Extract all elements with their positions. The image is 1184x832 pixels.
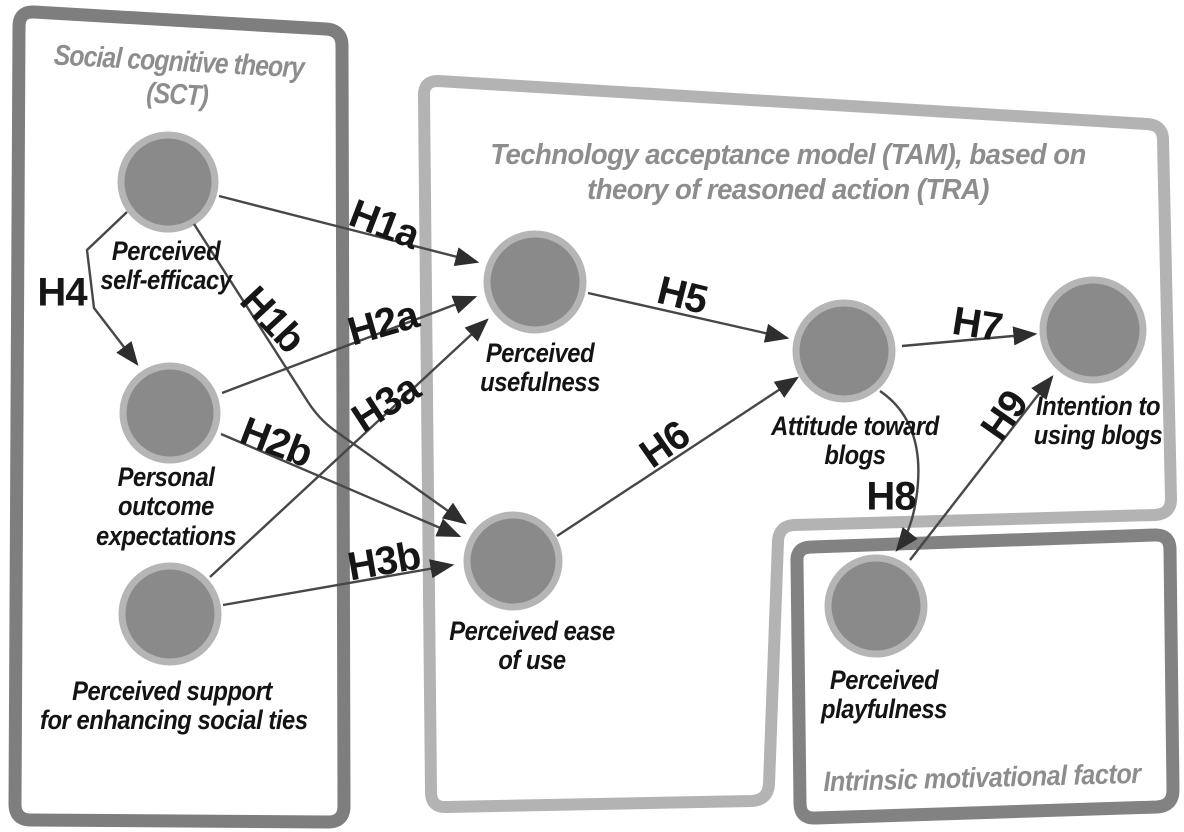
node-perceived-support	[118, 562, 222, 666]
node-intention-to-using-blogs	[1039, 276, 1147, 384]
arrow-h8	[879, 390, 920, 552]
arrow-h4	[85, 211, 139, 366]
node-perceived-playfulness	[824, 554, 928, 658]
node-attitude-toward-blogs	[792, 299, 896, 403]
arrow-h5	[587, 291, 790, 343]
tam-box	[417, 75, 1177, 814]
node-perceived-ease-of-use	[463, 511, 563, 611]
arrow-h7	[901, 326, 1038, 348]
arrow-h2a	[221, 295, 478, 395]
arrow-h2b	[220, 432, 462, 538]
arrow-h3a	[209, 318, 489, 578]
node-personal-outcome-expectations	[119, 362, 221, 464]
node-perceived-self-efficacy	[117, 131, 219, 233]
arrow-h6	[556, 376, 800, 538]
arrow-h1a	[218, 194, 480, 266]
arrow-h1b	[192, 223, 467, 525]
arrow-h9	[909, 375, 1054, 561]
node-perceived-usefulness	[483, 230, 587, 334]
arrow-h3b	[222, 559, 455, 607]
